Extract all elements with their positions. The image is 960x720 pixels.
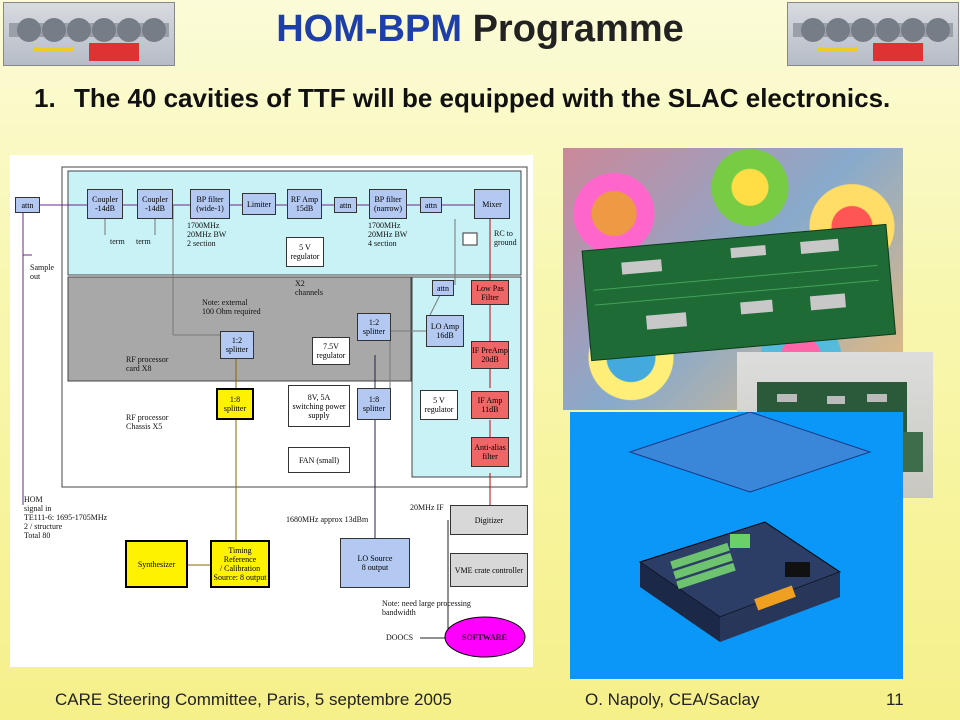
software-label: SOFTWARE <box>462 633 507 642</box>
splitter-1-2-b: 1:2 splitter <box>357 313 391 341</box>
narrow-filter-spec: 1700MHz 20MHz BW 4 section <box>368 221 408 248</box>
bp-filter-wide: BP filter (wide-1) <box>190 189 230 219</box>
footer-left: CARE Steering Committee, Paris, 5 septem… <box>55 690 452 709</box>
if-20mhz-label: 20MHz IF <box>410 503 444 512</box>
timing-reference: Timing Reference / Calibration Source: 8… <box>210 540 270 588</box>
fan: FAN (small) <box>288 447 350 473</box>
rf-card-label: RF processor card X8 <box>126 355 169 373</box>
footer-center: O. Napoly, CEA/Saclay <box>585 690 760 709</box>
if-amp: IF Amp 11dB <box>471 391 509 419</box>
x2-channels-label: X2 channels <box>295 279 323 297</box>
splitter-1-2-a: 1:2 splitter <box>220 331 254 359</box>
processing-note: Note: need large processing bandwidth <box>382 599 471 617</box>
regulator-7-5v: 7.5V regulator <box>312 337 350 365</box>
power-supply: 8V, 5A switching power supply <box>288 385 350 427</box>
title-part-2: Programme <box>472 8 684 50</box>
attn-2: attn <box>334 197 357 213</box>
term-label-1: term <box>110 237 125 246</box>
bullet-number: 1. <box>34 83 56 113</box>
term-label-2: term <box>136 237 151 246</box>
digitizer: Digitizer <box>450 505 528 535</box>
splitter-1-8-a: 1:8 splitter <box>216 388 254 420</box>
bp-filter-narrow: BP filter (narrow) <box>369 189 407 219</box>
wide-filter-spec: 1700MHz 20MHz BW 2 section <box>187 221 227 248</box>
chassis-3d-model <box>570 412 903 679</box>
synthesizer: Synthesizer <box>125 540 188 588</box>
doocs-label: DOOCS <box>386 633 414 642</box>
lo-source: LO Source 8 output <box>340 538 410 588</box>
hom-signal-label: HOM signal in TE111-6: 1695-1705MHz 2 / … <box>24 495 108 540</box>
rf-chassis-label: RF processor Chassis X5 <box>126 413 169 431</box>
regulator-5v-top: 5 V regulator <box>286 237 324 267</box>
cavity-photo-left <box>3 2 175 66</box>
attn-input: attn <box>15 197 40 213</box>
coupler-1: Coupler -14dB <box>87 189 123 219</box>
block-diagram: attn Coupler -14dB Coupler -14dB BP filt… <box>10 155 533 667</box>
page-title: HOM-BPM Programme <box>0 8 960 51</box>
cavity-photo-right <box>787 2 959 66</box>
rc-ground-label: RC to ground <box>494 229 517 247</box>
limiter: Limiter <box>242 193 276 215</box>
coupler-2: Coupler -14dB <box>137 189 173 219</box>
rf-amp: RF Amp 15dB <box>287 189 322 219</box>
lo-level-label: 1680MHz approx 13dBm <box>286 515 369 524</box>
anti-alias-filter: Anti-alias filter <box>471 437 509 467</box>
regulator-5v-bottom: 5 V regulator <box>420 390 458 420</box>
low-pass-filter: Low Pas Filter <box>471 280 509 305</box>
page-number: 11 <box>886 690 904 709</box>
mixer: Mixer <box>474 189 510 219</box>
bullet-text: The 40 cavities of TTF will be equipped … <box>74 83 891 113</box>
vme-crate-controller: VME crate controller <box>450 553 528 587</box>
attn-4: attn <box>432 280 454 296</box>
attn-3: attn <box>420 197 442 213</box>
splitter-1-8-b: 1:8 splitter <box>357 388 391 420</box>
external-note: Note: external 100 Ohm required <box>202 298 261 316</box>
title-part-1: HOM-BPM <box>276 8 462 50</box>
if-preamp: IF PreAmp 20dB <box>471 341 509 369</box>
sample-out-label: Sample out <box>30 263 54 281</box>
lo-amp: LO Amp 16dB <box>426 315 464 347</box>
